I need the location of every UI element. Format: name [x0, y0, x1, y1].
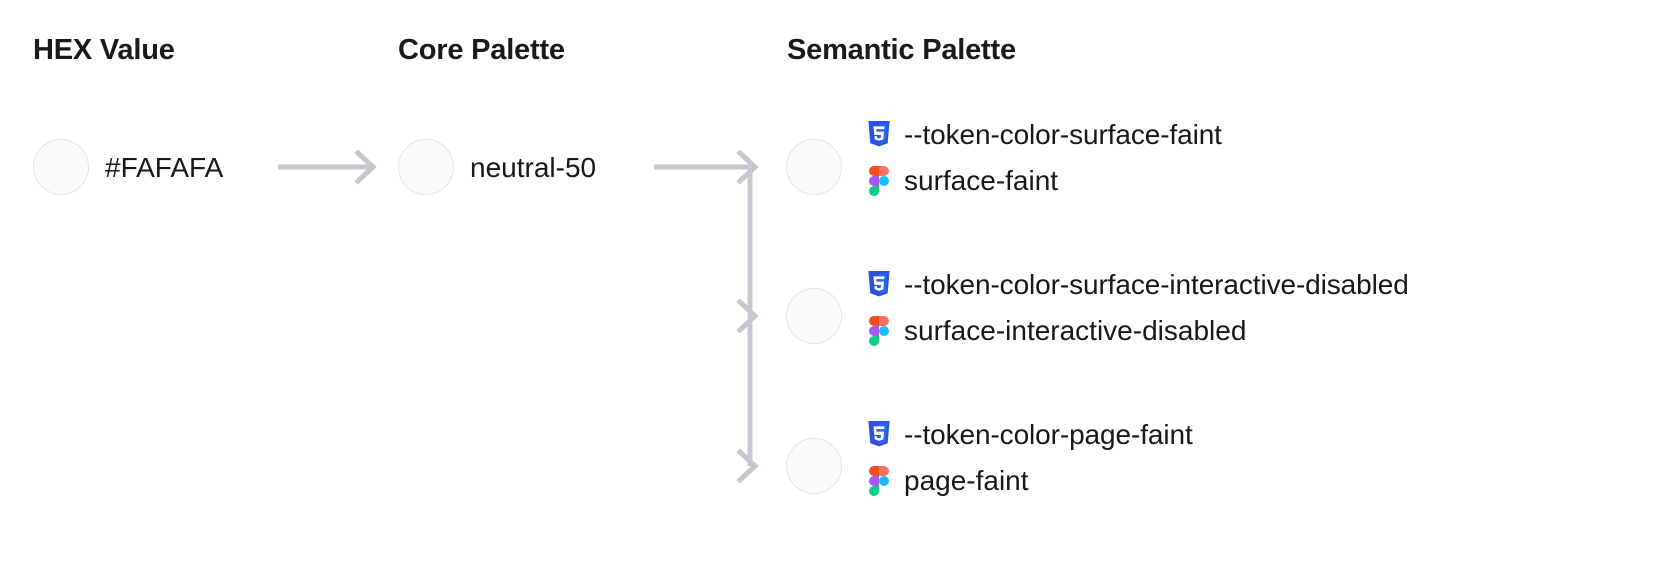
color-swatch-semantic-1	[786, 288, 842, 344]
css-token-line: --token-color-surface-interactive-disabl…	[866, 262, 1409, 308]
column-heading-core-palette: Core Palette	[398, 34, 565, 66]
figma-token-name: page-faint	[904, 465, 1029, 496]
figma-icon	[866, 466, 892, 496]
css3-icon	[866, 270, 892, 300]
css3-icon	[866, 420, 892, 450]
css-variable-name: --token-color-surface-faint	[904, 119, 1222, 150]
figma-token-name: surface-faint	[904, 165, 1059, 196]
css-token-line: --token-color-page-faint	[866, 412, 1193, 458]
arrow-hex-to-core	[278, 149, 377, 185]
semantic-token-row: --token-color-surface-faint surface-fain…	[866, 112, 1222, 204]
color-swatch-semantic-0	[786, 139, 842, 195]
semantic-token-row: --token-color-page-faint page-faint	[866, 412, 1193, 504]
css-variable-name: --token-color-page-faint	[904, 419, 1193, 450]
css-token-line: --token-color-surface-faint	[866, 112, 1222, 158]
color-swatch-hex	[33, 139, 89, 195]
css-variable-name: --token-color-surface-interactive-disabl…	[904, 269, 1409, 300]
arrow-core-to-semantic-branches	[654, 149, 759, 484]
figma-icon	[866, 166, 892, 196]
figma-token-line: page-faint	[866, 458, 1193, 504]
figma-token-name: surface-interactive-disabled	[904, 315, 1247, 346]
hex-value-label: #FAFAFA	[105, 152, 224, 183]
semantic-token-row: --token-color-surface-interactive-disabl…	[866, 262, 1409, 354]
column-heading-hex-value: HEX Value	[33, 34, 175, 66]
css3-icon	[866, 120, 892, 150]
core-palette-label: neutral-50	[470, 152, 597, 183]
figma-icon	[866, 316, 892, 346]
figma-token-line: surface-interactive-disabled	[866, 308, 1409, 354]
color-swatch-semantic-2	[786, 438, 842, 494]
figma-token-line: surface-faint	[866, 158, 1222, 204]
column-heading-semantic-palette: Semantic Palette	[787, 34, 1016, 66]
color-swatch-core	[398, 139, 454, 195]
